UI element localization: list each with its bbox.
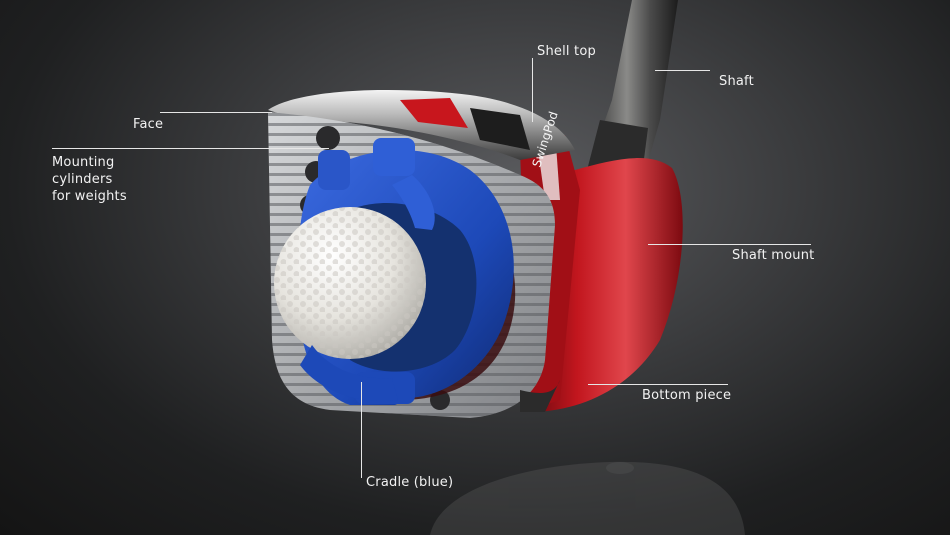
shaft-mount-label: Shaft mount [732,248,815,263]
shaft-label: Shaft [719,74,754,89]
shell-top-part [268,89,575,160]
cradle-leader [361,382,362,478]
shell-top-label: Shell top [537,44,596,59]
bottom-piece-leader [588,384,728,385]
mounting-cylinders-leader [52,148,329,149]
mounting-cylinders-label: Mounting cylinders for weights [52,155,127,204]
face-leader [160,112,272,113]
golf-ball [274,207,426,359]
floor-reflection [430,461,745,535]
bottom-piece-label: Bottom piece [642,388,732,403]
shaft-leader [655,70,710,71]
shell-top-leader [532,58,533,122]
cradle-fingers [300,175,435,402]
face-label: Face [133,117,164,132]
shaft-mount-leader [648,244,811,245]
cradle-label: Cradle (blue) [366,475,454,490]
bottom-piece-part [520,380,560,412]
